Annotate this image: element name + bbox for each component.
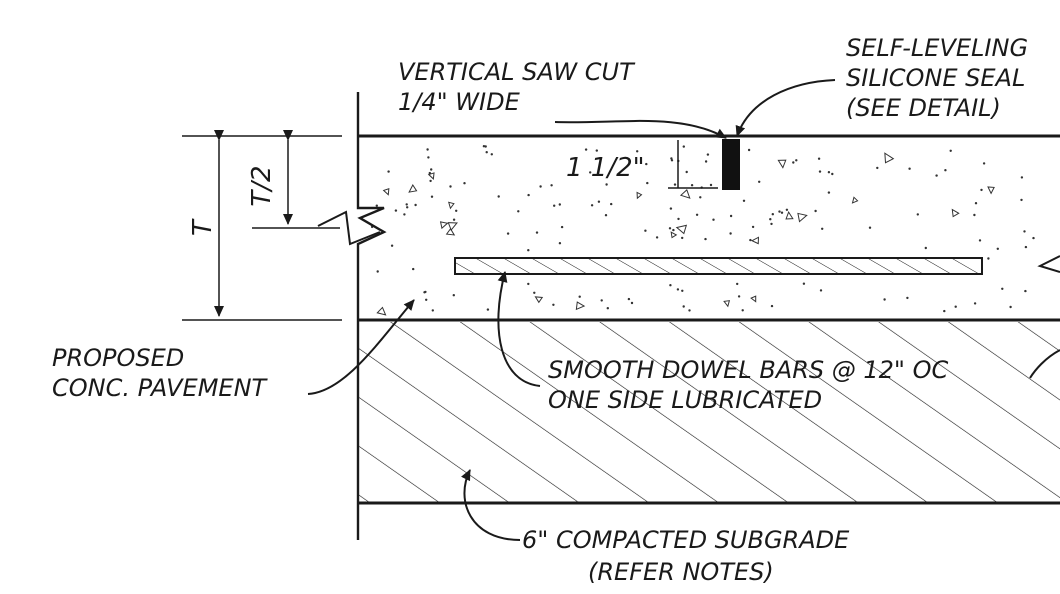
- aggregate-speckle: [370, 145, 1035, 316]
- saw-cut-label-line1: VERTICAL SAW CUT: [398, 58, 636, 86]
- half-thickness-label: T/2: [247, 165, 277, 206]
- right-edge-symbol: [1037, 255, 1060, 273]
- thickness-dimension: [182, 130, 718, 321]
- subgrade-hatch: [359, 322, 1060, 503]
- seal-label-line1: SELF-LEVELING: [846, 34, 1028, 62]
- cut-depth-label: 1 1/2": [566, 153, 645, 183]
- leader-lines: [307, 79, 1060, 541]
- pavement-label-line1: PROPOSED: [52, 344, 184, 372]
- saw-cut-leader: [554, 119, 727, 139]
- subgrade-leader: [461, 469, 521, 541]
- concrete-slab: [358, 134, 1060, 322]
- dowel-leader-tail: [1029, 349, 1060, 379]
- seal-label-line2: SILICONE SEAL: [846, 64, 1025, 92]
- dowel-label-line2: ONE SIDE LUBRICATED: [548, 386, 822, 414]
- break-line: [317, 92, 387, 540]
- dowel-leader: [497, 271, 541, 387]
- saw-cut: [722, 139, 740, 190]
- saw-cut-label-line2: 1/4" WIDE: [398, 88, 521, 116]
- subgrade-label-line2: (REFER NOTES): [588, 558, 774, 586]
- thickness-label: T: [188, 218, 218, 236]
- dowel-label-line1: SMOOTH DOWEL BARS @ 12" OC: [548, 356, 948, 384]
- subgrade-label-line1: 6" COMPACTED SUBGRADE: [522, 526, 850, 554]
- seal-label-line3: (SEE DETAIL): [846, 94, 1001, 122]
- pavement-leader: [307, 299, 415, 395]
- subgrade-layer: [358, 322, 1060, 505]
- seal-leader: [735, 79, 836, 137]
- dowel-bar: [454, 257, 983, 275]
- pavement-label-line2: CONC. PAVEMENT: [52, 374, 269, 402]
